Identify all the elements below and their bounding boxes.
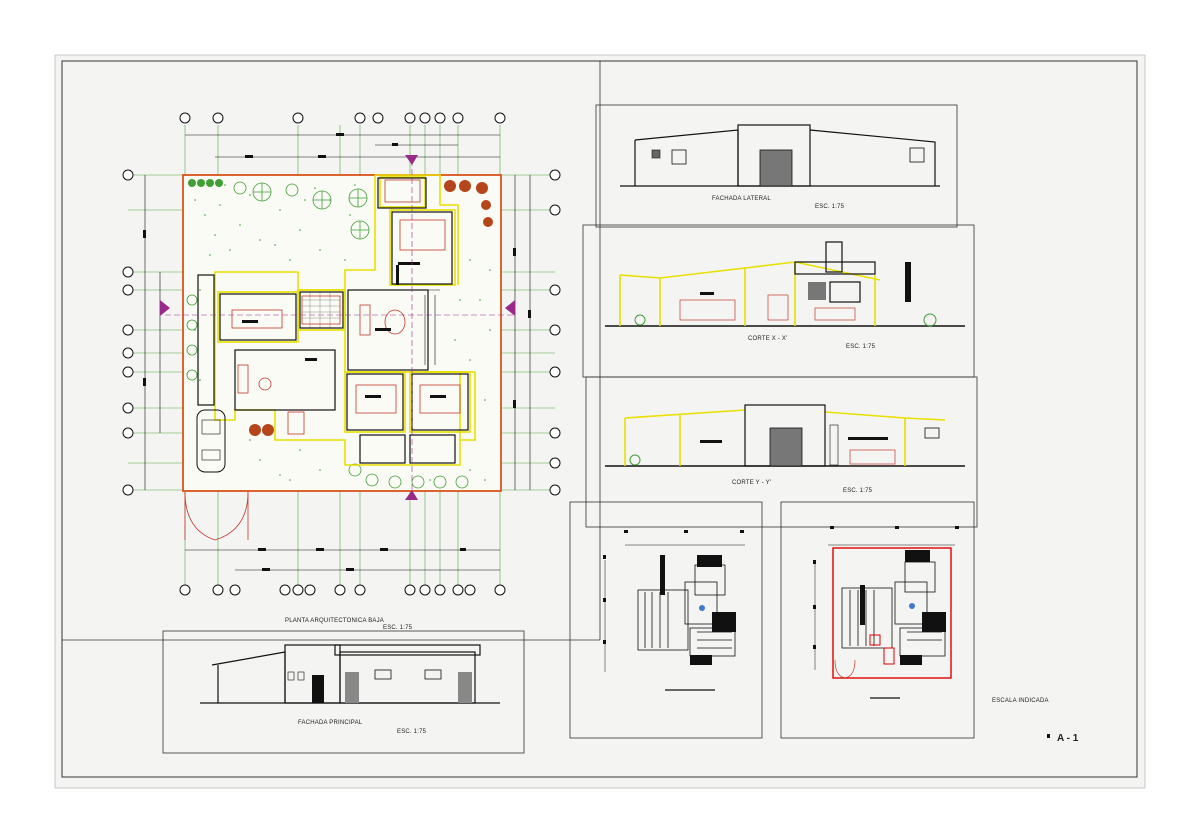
section-y-title: CORTE Y - Y' bbox=[732, 480, 771, 486]
house-walls bbox=[214, 174, 476, 466]
garage-car bbox=[196, 409, 226, 473]
dimension-lines bbox=[144, 134, 531, 571]
side-facade-title: FACHADA LATERAL bbox=[712, 196, 771, 202]
sheet-number: A - 1 bbox=[1057, 733, 1079, 744]
garden-hatch bbox=[194, 184, 491, 481]
section-y-frame bbox=[585, 376, 978, 528]
kitchen-tile-hatch bbox=[302, 292, 340, 328]
site-boundary bbox=[182, 174, 502, 492]
hedge-green bbox=[188, 179, 223, 187]
house-inner-walls bbox=[197, 177, 469, 464]
sheet-border bbox=[61, 60, 1138, 778]
front-facade-scale: ESC. 1:75 bbox=[397, 729, 427, 735]
section-x: CORTE X - X' ESC. 1:75 bbox=[582, 224, 975, 378]
section-x-scale: ESC. 1:75 bbox=[846, 344, 876, 350]
side-facade-frame bbox=[595, 104, 958, 228]
section-y-scale: ESC. 1:75 bbox=[843, 488, 873, 494]
front-door bbox=[312, 675, 324, 703]
trees-red bbox=[249, 180, 493, 436]
garden-plants bbox=[186, 181, 469, 489]
front-facade-frame bbox=[162, 630, 525, 754]
entrance-gate bbox=[184, 491, 249, 541]
room-tags bbox=[242, 262, 446, 398]
stair bbox=[420, 289, 440, 365]
section-x-title: CORTE X - X' bbox=[748, 336, 787, 342]
section-y: CORTE Y - Y' ESC. 1:75 bbox=[585, 376, 978, 528]
floor-plan-scale: ESC. 1:75 bbox=[383, 625, 413, 631]
site-plan bbox=[780, 501, 975, 739]
sheet-number-marker bbox=[1047, 734, 1050, 738]
side-facade: FACHADA LATERAL ESC. 1:75 bbox=[595, 104, 958, 228]
dimension-tags bbox=[143, 133, 531, 571]
front-facade: FACHADA PRINCIPAL ESC. 1:75 bbox=[162, 630, 525, 754]
roof-plan-frame bbox=[569, 501, 763, 739]
floor-plan: PLANTA ARQUITECTONICA BAJA ESC. 1:75 bbox=[122, 112, 561, 631]
lot-boundary bbox=[832, 547, 952, 679]
front-facade-title: FACHADA PRINCIPAL bbox=[298, 720, 363, 726]
site-plan-frame bbox=[780, 501, 975, 739]
side-facade-scale: ESC. 1:75 bbox=[815, 204, 845, 210]
furniture bbox=[231, 179, 461, 435]
section-markers bbox=[160, 155, 515, 500]
scale-note: ESCALA INDICADA bbox=[992, 698, 1049, 704]
side-facade-door bbox=[759, 149, 793, 187]
axis-bubbles bbox=[122, 112, 561, 596]
roof-plan bbox=[569, 501, 763, 739]
floor-plan-title: PLANTA ARQUITECTONICA BAJA bbox=[285, 618, 384, 624]
